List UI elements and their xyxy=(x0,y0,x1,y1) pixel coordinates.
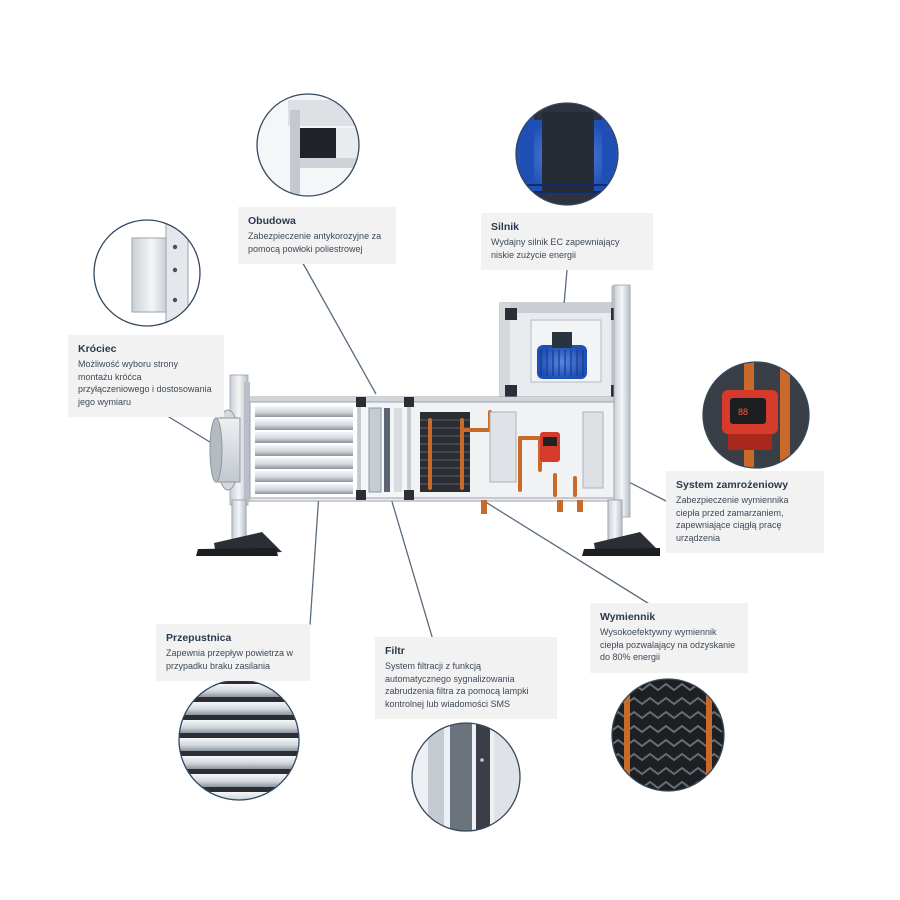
fan-module xyxy=(499,285,631,399)
right-frame xyxy=(613,284,631,518)
heat-exchanger-section xyxy=(409,401,626,499)
detail-circle-wymiennik xyxy=(611,678,725,792)
callout-system-zamrozeniowy: System zamrożeniowy Zabezpieczenie wymie… xyxy=(666,471,824,553)
leader-przepustnica xyxy=(309,477,321,626)
callout-title: Wymiennik xyxy=(600,611,656,623)
circulation-pump xyxy=(540,432,560,462)
detail-circle-filtr xyxy=(411,722,521,832)
detail-circle-krociec xyxy=(93,219,201,327)
callout-obudowa: Obudowa Zabezpieczenie antykorozyjne za … xyxy=(238,207,396,264)
duct-connector xyxy=(209,409,241,491)
callout-title: Obudowa xyxy=(248,215,296,227)
air-handling-unit xyxy=(196,284,660,556)
leader-filtr xyxy=(384,477,434,641)
callout-title: Filtr xyxy=(385,645,405,657)
callout-title: Przepustnica xyxy=(166,632,232,644)
detail-circle-przepustnica xyxy=(178,679,300,801)
callout-description: System filtracji z funkcją automatyczneg… xyxy=(385,661,529,709)
support-legs xyxy=(196,499,660,556)
filter-section xyxy=(359,401,409,499)
damper-louvers xyxy=(249,401,359,499)
callout-title: Króciec xyxy=(78,343,117,355)
fan-motor xyxy=(537,345,587,379)
detail-circle-silnik xyxy=(515,102,619,206)
callout-description: Zabezpieczenie wymiennika ciepła przed z… xyxy=(676,495,789,543)
callout-title: Silnik xyxy=(491,221,520,233)
callout-silnik: Silnik Wydajny silnik EC zapewniający ni… xyxy=(481,213,653,270)
callout-wymiennik: Wymiennik Wysokoefektywny wymiennik ciep… xyxy=(590,603,748,673)
callout-description: Zabezpieczenie antykorozyjne za pomocą p… xyxy=(248,231,382,254)
leader-obudowa xyxy=(299,257,377,395)
pump-display: 88 xyxy=(738,407,748,417)
detail-circle-obudowa xyxy=(256,93,360,197)
callout-przepustnica: Przepustnica Zapewnia przepływ powietrza… xyxy=(156,624,310,681)
callout-title: System zamrożeniowy xyxy=(676,479,789,491)
callout-krociec: Króciec Możliwość wyboru strony montażu … xyxy=(68,335,224,417)
callout-description: Wydajny silnik EC zapewniający niskie zu… xyxy=(491,237,620,260)
callout-description: Możliwość wyboru strony montażu króćca p… xyxy=(78,359,212,407)
callout-filtr: Filtr System filtracji z funkcją automat… xyxy=(375,637,557,719)
detail-circle-system: 88 xyxy=(702,361,810,469)
callout-description: Wysokoefektywny wymiennik ciepła pozwala… xyxy=(600,627,736,662)
callout-description: Zapewnia przepływ powietrza w przypadku … xyxy=(166,648,294,671)
